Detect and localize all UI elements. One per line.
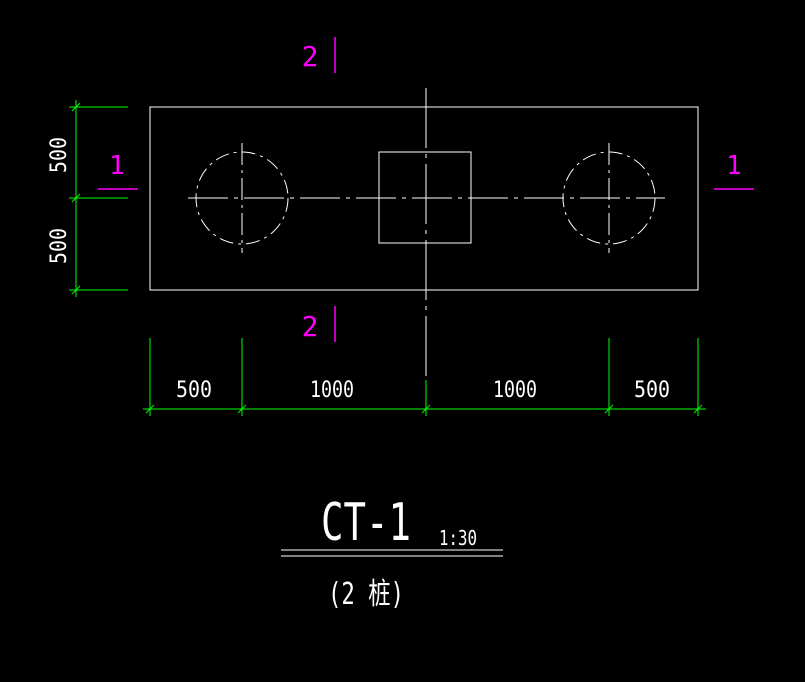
dim-horizontal-2: 1000 [310, 378, 354, 403]
section-mark-left-label: 1 [109, 151, 125, 181]
section-mark-top-label: 2 [302, 40, 319, 73]
horizontal-dimension [143, 338, 706, 416]
dim-vertical-1: 500 [47, 137, 72, 173]
drawing-subtitle: (2 桩) [328, 577, 404, 612]
vertical-dimension [69, 100, 128, 297]
section-mark-right-label: 1 [726, 151, 742, 181]
dim-horizontal-4: 500 [634, 378, 670, 403]
drawing-title: CT-1 [321, 493, 411, 553]
dim-horizontal-1: 500 [176, 378, 212, 403]
dim-vertical-2: 500 [47, 228, 72, 264]
drawing-scale: 1:30 [439, 526, 477, 550]
pile-cap-outline [149, 106, 699, 291]
section-mark-bottom-label: 2 [302, 310, 319, 343]
dim-horizontal-3: 1000 [493, 378, 537, 403]
